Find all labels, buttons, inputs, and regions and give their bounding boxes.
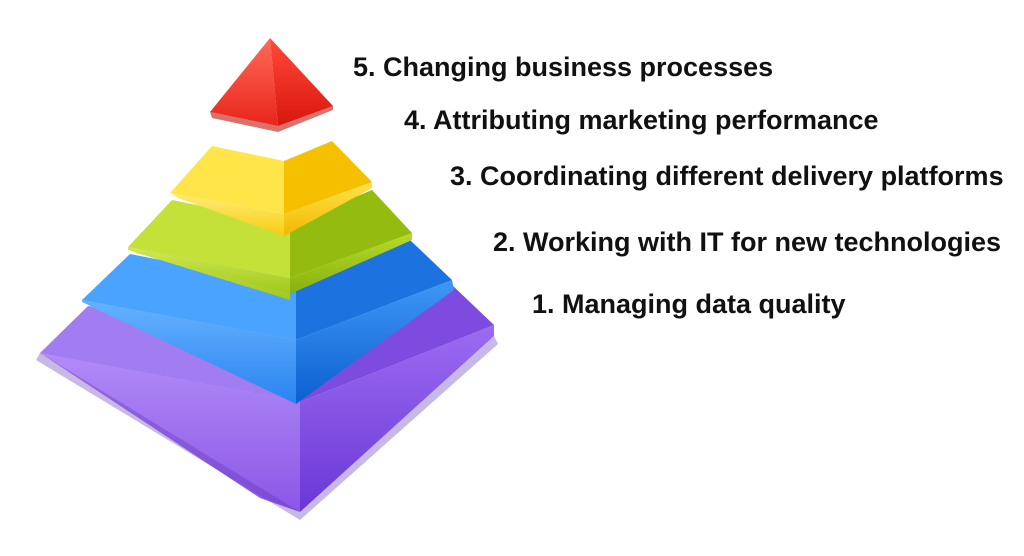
- level-1-label: 1. Managing data quality: [532, 289, 846, 319]
- level-4-left-face: [170, 193, 284, 236]
- level-3-left-face-main: [128, 247, 290, 294]
- level-5-front-face: [270, 38, 333, 126]
- level-1-left-face-main: [40, 353, 300, 512]
- level-2-label: 2. Working with IT for new technologies: [493, 227, 1002, 257]
- level-1-top-left: [40, 306, 300, 402]
- level-3-front-face: [290, 233, 412, 294]
- level-4-top-right: [284, 141, 372, 214]
- level-1-top-right: [300, 285, 494, 402]
- level-5-base-edge: [210, 106, 333, 132]
- pyramid-level-1: [36, 285, 498, 520]
- level-2-top-left: [82, 254, 296, 340]
- level-5-label: 5. Changing business processes: [353, 52, 774, 82]
- level-4-top-left: [170, 146, 284, 214]
- pyramid-level-2: [82, 240, 454, 404]
- level-2-front-face: [296, 280, 454, 404]
- level-4-front-face: [284, 182, 372, 236]
- level-5-left-face: [210, 38, 278, 126]
- level-3-label: 3. Coordinating different delivery platf…: [450, 161, 1004, 191]
- level-4-label: 4. Attributing marketing performance: [404, 105, 879, 135]
- pyramid-level-5: [210, 38, 333, 132]
- pyramid-level-4: [170, 141, 372, 236]
- level-1-front-face: [300, 325, 494, 512]
- level-2-top-right: [296, 240, 452, 340]
- level-2-left-face-main: [82, 300, 296, 404]
